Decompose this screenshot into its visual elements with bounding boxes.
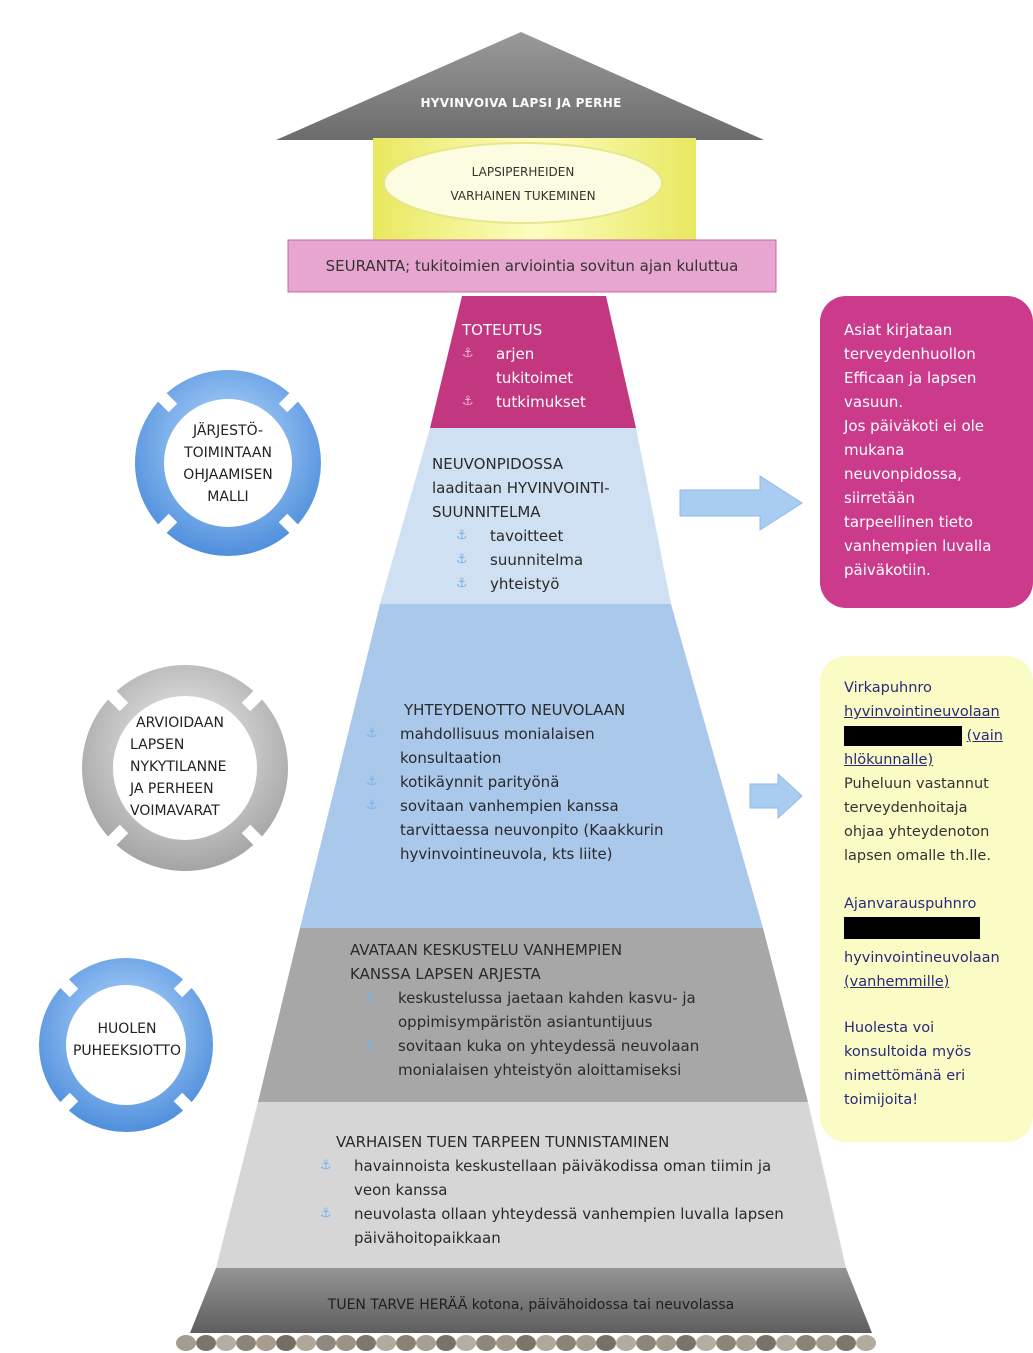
goal-line-2: VARHAINEN TUKEMINEN (450, 189, 596, 203)
right-arrow-icon (749, 772, 803, 820)
level-identification-shape (216, 1102, 846, 1268)
goal-text: LAPSIPERHEIDEN VARHAINEN TUKEMINEN (400, 160, 646, 208)
ring-label-concern: HUOLEN PUHEEKSIOTTO (72, 1021, 181, 1059)
list-item: ⚓tutkimukset (462, 390, 592, 414)
anchor-bullet-icon: ⚓ (320, 1158, 332, 1173)
anchor-bullet-icon: ⚓ (366, 798, 378, 813)
list-item: ⚓sovitaan kuka on yhteydessä neuvolaan m… (364, 1034, 740, 1082)
anchor-bullet-icon: ⚓ (462, 346, 474, 361)
list-item: ⚓mahdollisuus monialaisen konsultaation (366, 722, 696, 770)
list-item: ⚓sovitaan vanhempien kanssa tarvittaessa… (366, 794, 696, 866)
followup-bar (287, 239, 777, 293)
roof-shape (276, 32, 764, 140)
anchor-bullet-icon: ⚓ (366, 774, 378, 789)
level-meeting-shape (380, 428, 671, 604)
pink-note: Asiat kirjataan terveydenhuollon Efficaa… (844, 321, 992, 579)
level-implementation-shape (430, 296, 636, 428)
level-meeting: NEUVONPIDOSSA laaditaan HYVINVOINTI- SUU… (432, 452, 662, 596)
staff-only-note: hlökunnalle) (844, 752, 934, 768)
anchor-bullet-icon: ⚓ (364, 1038, 376, 1053)
discussion-line-1: AVATAAN KESKUSTELU VANHEMPIEN (350, 941, 623, 959)
level-identification: VARHAISEN TUEN TARPEEN TUNNISTAMINEN ⚓ha… (320, 1130, 810, 1250)
list-item: ⚓kotikäynnit parityönä (366, 770, 696, 794)
redacted-number (844, 726, 962, 746)
phone-label-appointments: Ajanvarauspuhnro (844, 896, 977, 912)
list-item: ⚓yhteistyö (456, 572, 662, 596)
list-item: ⚓suunnitelma (456, 548, 662, 572)
meeting-line-3: SUUNNITELMA (432, 503, 541, 521)
right-arrow-icon (679, 475, 803, 531)
anchor-bullet-icon: ⚓ (462, 394, 474, 409)
anchor-bullet-icon: ⚓ (456, 552, 468, 567)
list-item: ⚓keskustelussa jaetaan kahden kasvu- ja … (364, 986, 740, 1034)
anchor-bullet-icon: ⚓ (456, 576, 468, 591)
anchor-bullet-icon: ⚓ (320, 1206, 332, 1221)
phone-link-staff[interactable]: hyvinvointineuvolaan (844, 704, 1000, 720)
level-discussion-shape (258, 928, 808, 1102)
list-item: ⚓arjen tukitoimet (462, 342, 592, 390)
list-item: ⚓havainnoista keskustellaan päiväkodissa… (320, 1154, 810, 1202)
yellow-note: Virkapuhnro hyvinvointineuvolaan (vain h… (844, 676, 1029, 1112)
implementation-title: TOTEUTUS (462, 321, 543, 339)
list-item: ⚓tavoitteet (456, 524, 662, 548)
anchor-bullet-icon: ⚓ (364, 990, 376, 1005)
phone-label-staff: Virkapuhnro (844, 680, 932, 696)
ring-label-assessment: ARVIOIDAAN LAPSEN NYKYTILANNE JA PERHEEN… (130, 715, 227, 819)
goal-line-1: LAPSIPERHEIDEN (471, 165, 575, 179)
list-item: ⚓neuvolasta ollaan yhteydessä vanhempien… (320, 1202, 810, 1250)
level-contact-shape (300, 604, 763, 928)
redacted-number (844, 917, 980, 939)
anchor-bullet-icon: ⚓ (456, 528, 468, 543)
lifebuoy-icon (39, 958, 213, 1132)
ring-label-organization: JÄRJESTÖ- TOIMINTAAN OHJAAMISEN MALLI (183, 423, 273, 505)
discussion-line-2: KANSSA LAPSEN ARJESTA (350, 965, 541, 983)
level-base-shape (190, 1268, 872, 1333)
lifebuoy-icon (82, 665, 288, 871)
lifebuoy-icon (135, 370, 321, 556)
phone-link-appointments[interactable]: hyvinvointineuvolaan (844, 950, 1000, 966)
meeting-line-2: laaditaan HYVINVOINTI- (432, 479, 610, 497)
identification-title: VARHAISEN TUEN TARPEEN TUNNISTAMINEN (336, 1133, 670, 1151)
contact-title: YHTEYDENOTTO NEUVOLAAN (404, 701, 626, 719)
yellow-note-box (820, 656, 1033, 1142)
goal-oval (383, 142, 663, 224)
level-discussion: AVATAAN KESKUSTELU VANHEMPIEN KANSSA LAP… (350, 938, 740, 1082)
followup-text: SEURANTA; tukitoimien arviointia sovitun… (325, 257, 739, 275)
stone-row (176, 1335, 876, 1351)
level-implementation: TOTEUTUS ⚓arjen tukitoimet ⚓tutkimukset (462, 318, 612, 414)
level-contact: YHTEYDENOTTO NEUVOLAAN ⚓mahdollisuus mon… (366, 698, 696, 866)
anchor-bullet-icon: ⚓ (366, 726, 378, 741)
pink-note-box (820, 296, 1033, 608)
parents-only-note: (vanhemmille) (844, 974, 950, 990)
appointments-number-row (844, 916, 1029, 946)
base-text: TUEN TARVE HERÄÄ kotona, päivähoidossa t… (327, 1297, 735, 1313)
roof-title: HYVINVOIVA LAPSI JA PERHE (420, 96, 622, 110)
staff-number-row: (vain (844, 724, 1029, 748)
meeting-line-1: NEUVONPIDOSSA (432, 455, 564, 473)
